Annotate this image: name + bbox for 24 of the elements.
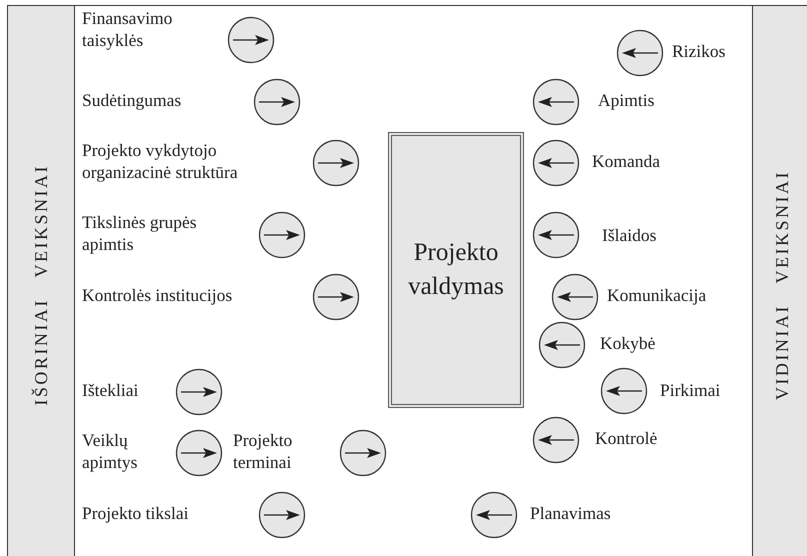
factor-label: Išlaidos — [602, 225, 656, 247]
side-band — [7, 5, 75, 556]
factor-label: Ištekliai — [82, 380, 138, 402]
process-box — [388, 132, 524, 408]
factor-label: Kokybė — [600, 333, 656, 355]
factor-label: Kontrolės institucijos — [82, 285, 232, 307]
factor-label: Sudėtingumas — [82, 90, 182, 112]
factor-label: Projekto tikslai — [82, 503, 188, 525]
factor-label: Finansavimo taisyklės — [82, 8, 174, 52]
factor-label: Planavimas — [530, 503, 611, 525]
factor-label: Kontrolė — [595, 428, 658, 450]
band-title: IŠORINIAI VEIKSNIAI — [30, 164, 52, 406]
factor-label: Projekto terminai — [233, 430, 294, 474]
factor-label: Projekto vykdytojo organizacinė struktūra — [82, 140, 239, 184]
factor-label: Komunikacija — [607, 285, 706, 307]
factor-label: Komanda — [592, 151, 660, 173]
factor-label: Pirkimai — [660, 380, 720, 402]
factor-label: Tikslinės grupės apimtis — [82, 212, 198, 256]
box-title: Projekto valdymas — [407, 238, 505, 302]
factor-label: Veiklų apimtys — [82, 430, 138, 474]
band-title: VIDINIAI VEIKSNIAI — [772, 170, 792, 400]
factor-label: Rizikos — [672, 41, 726, 63]
side-band — [752, 5, 807, 556]
factor-label: Apimtis — [598, 90, 654, 112]
